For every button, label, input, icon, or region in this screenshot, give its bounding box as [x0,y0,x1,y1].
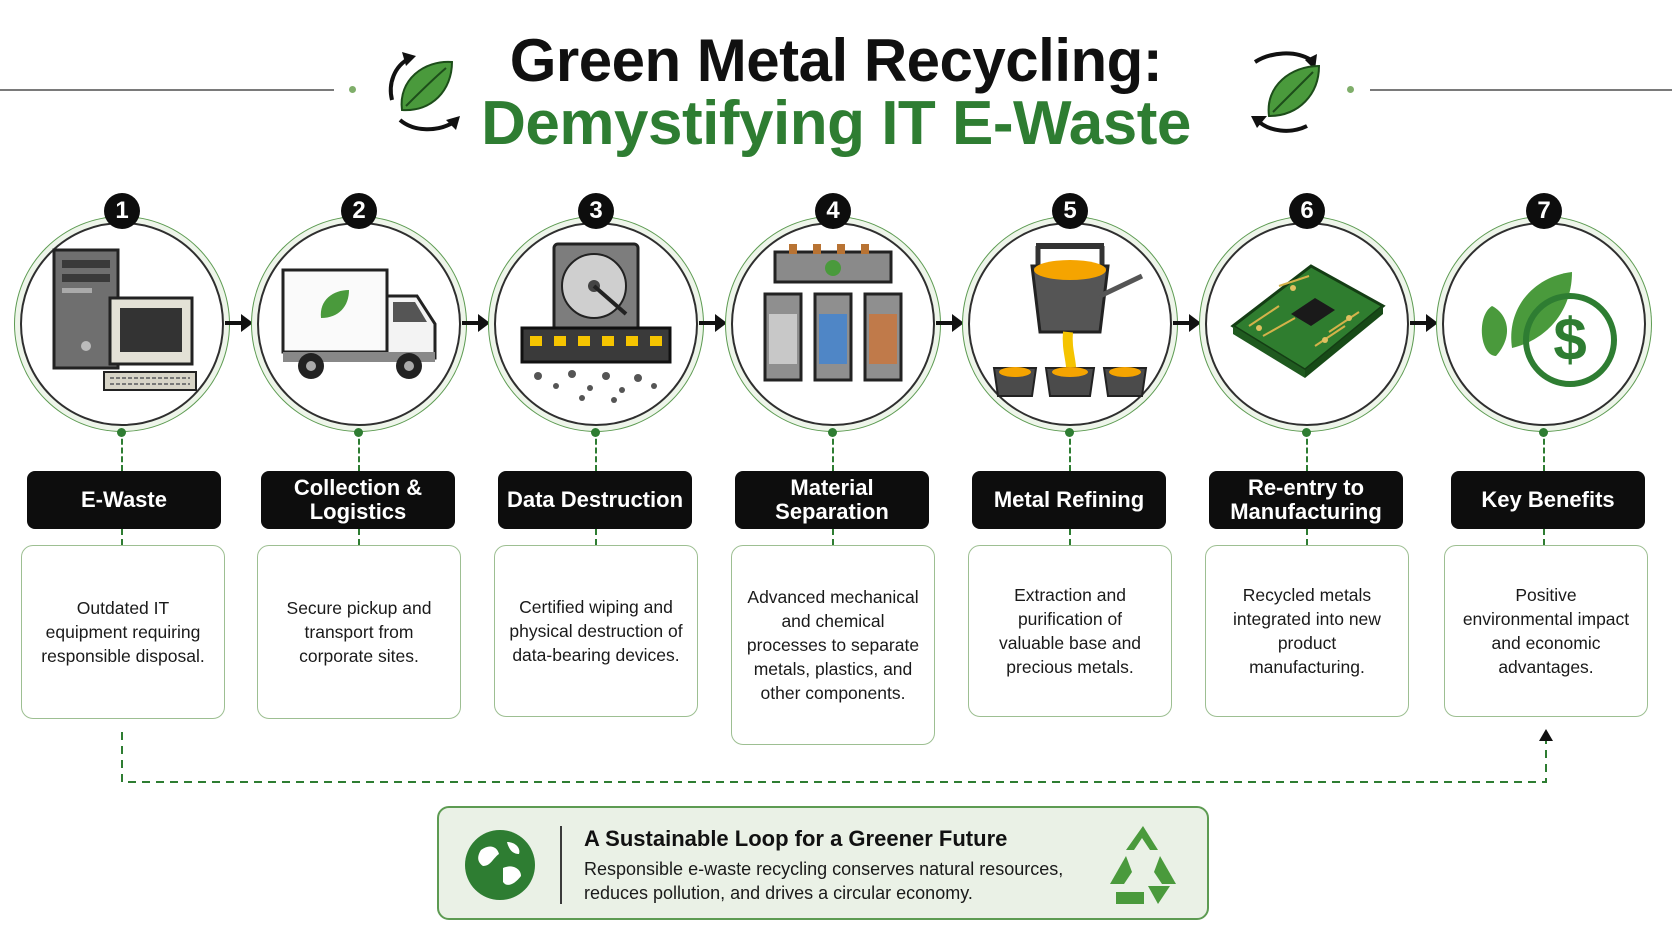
page-title: Green Metal Recycling: [509,27,1163,94]
step-1-connector-lower [121,529,123,545]
step-6-description: Recycled metals integrated into new prod… [1205,545,1409,717]
step-3-description: Certified wiping and physical destructio… [494,545,698,717]
step-4-connector-lower [832,529,834,545]
step-7-label: Key Benefits [1451,471,1645,529]
step-4-label: Material Separation [735,471,929,529]
step-2-connector-dot [354,428,363,437]
step-6-connector-lower [1306,529,1308,545]
leaf-cycle-icon-right [1251,51,1321,133]
truck-icon [281,268,437,379]
step-7-connector-dot [1539,428,1548,437]
step-7-description: Positive environmental impact and econom… [1444,545,1648,717]
step-3-badge: 3 [578,193,614,229]
step-7-connector-lower [1543,529,1545,545]
hard-drive-shredder-icon [520,242,672,403]
step-3-connector-dot [591,428,600,437]
step-1-circle [20,222,224,426]
step-7-badge: 7 [1526,193,1562,229]
step-4-badge: 4 [815,193,851,229]
step-2-connector-lower [358,529,360,545]
sustainable-loop-banner: A Sustainable Loop for a Greener Future … [437,806,1209,920]
step-2-description: Secure pickup and transport from corpora… [257,545,461,719]
step-6-connector-dot [1302,428,1311,437]
step-5-connector-dot [1065,428,1074,437]
step-1-label: E-Waste [27,471,221,529]
step-4-connector-dot [828,428,837,437]
circuit-board-icon [1230,264,1386,378]
step-arrow-5 [1173,310,1203,336]
molten-metal-crucible-icon [992,243,1148,397]
step-arrow-6 [1410,310,1440,336]
step-5-label: Metal Refining [972,471,1166,529]
step-5-description: Extraction and purification of valuable … [968,545,1172,717]
page-subtitle: Demystifying IT E-Waste [481,89,1191,158]
step-6-circle [1205,222,1409,426]
step-6-label: Re-entry to Manufacturing [1209,471,1403,529]
step-2-connector [358,430,360,471]
step-1-connector-dot [117,428,126,437]
sorting-machine-icon [763,244,903,382]
banner-title: A Sustainable Loop for a Greener Future [584,826,1008,851]
step-6-badge: 6 [1289,193,1325,229]
step-2-circle [257,222,461,426]
step-3-label: Data Destruction [498,471,692,529]
banner-text: Responsible e-waste recycling conserves … [584,859,1064,903]
leaf-dollar-icon: $ [1481,272,1617,387]
step-3-connector-lower [595,529,597,545]
step-1-connector [121,430,123,471]
globe-icon [465,830,535,900]
step-3-circle [494,222,698,426]
step-4-connector [832,430,834,471]
header-rule-right-dot [1347,86,1354,93]
step-1-badge: 1 [104,193,140,229]
step-7-connector [1543,430,1545,471]
computer-icon [52,248,197,391]
step-arrow-2 [462,310,492,336]
step-4-circle [731,222,935,426]
step-5-connector-lower [1069,529,1071,545]
header-rule-right [1370,89,1672,91]
step-4-description: Advanced mechanical and chemical process… [731,545,935,745]
leaf-cycle-icon-left [388,52,460,132]
step-5-badge: 5 [1052,193,1088,229]
step-2-label: Collection & Logistics [261,471,455,529]
step-6-connector [1306,430,1308,471]
step-arrow-1 [225,310,255,336]
step-arrow-3 [699,310,729,336]
recycle-icon [1110,826,1176,904]
svg-text:$: $ [1553,306,1586,373]
header-rule-left [0,89,334,91]
step-2-badge: 2 [341,193,377,229]
step-5-circle [968,222,1172,426]
step-5-connector [1069,430,1071,471]
banner-divider [560,826,562,904]
step-7-circle: $ [1442,222,1646,426]
step-3-connector [595,430,597,471]
step-arrow-4 [936,310,966,336]
header-rule-left-dot [349,86,356,93]
step-1-description: Outdated IT equipment requiring responsi… [21,545,225,719]
